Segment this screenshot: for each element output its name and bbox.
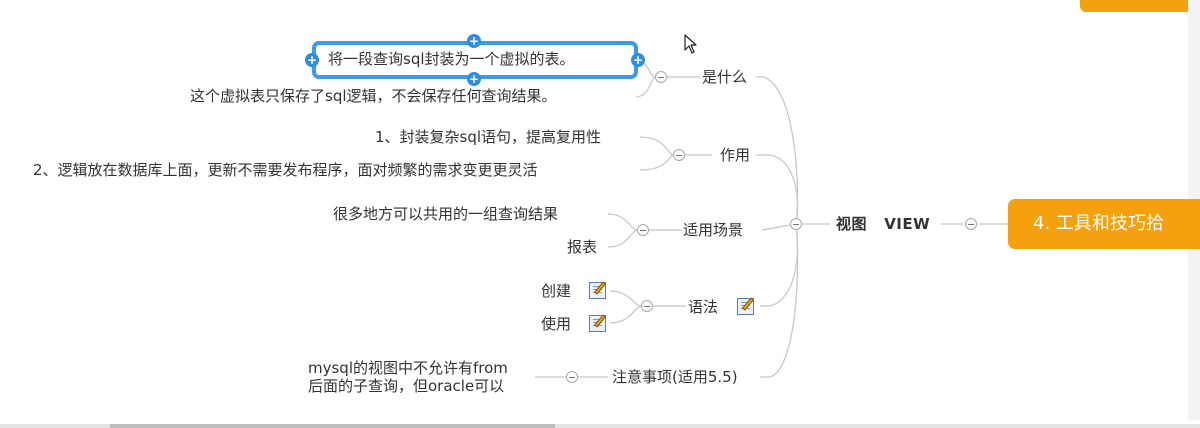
topic-scenarios-2[interactable]: 报表	[567, 238, 598, 256]
collapse-toggle-icon[interactable]	[641, 300, 653, 312]
collapse-toggle-icon[interactable]	[566, 371, 578, 383]
branch-what[interactable]: 是什么	[702, 68, 748, 86]
topic-notes-line1[interactable]: mysql的视图中不允许有from	[308, 359, 508, 377]
topic-scenarios-1[interactable]: 很多地方可以共用的一组查询结果	[333, 205, 559, 223]
branch-notes[interactable]: 注意事项(适用5.5)	[612, 368, 738, 386]
add-handle-icon[interactable]: +	[305, 53, 319, 67]
topic-what-1[interactable]: 将一段查询sql封装为一个虚拟的表。	[328, 50, 575, 68]
collapse-toggle-icon[interactable]	[655, 71, 667, 83]
collapse-toggle-icon[interactable]	[965, 218, 977, 230]
note-icon[interactable]	[589, 315, 606, 332]
root-topic-node[interactable]: 4. 工具和技巧拾	[1008, 199, 1200, 249]
topic-purpose-2[interactable]: 2、逻辑放在数据库上面，更新不需要发布程序，面对频繁的需求变更更灵活	[33, 161, 538, 179]
topic-purpose-1[interactable]: 1、封装复杂sql语句，提高复用性	[375, 128, 602, 146]
horizontal-scrollbar-track[interactable]	[0, 424, 1200, 428]
collapse-toggle-icon[interactable]	[637, 224, 649, 236]
branch-scenarios[interactable]: 适用场景	[683, 221, 744, 239]
partial-topic-node[interactable]	[1080, 0, 1200, 12]
root-topic-label: 4. 工具和技巧拾	[1033, 213, 1164, 234]
horizontal-scrollbar-thumb[interactable]	[110, 424, 555, 428]
central-topic-en: VIEW	[884, 215, 931, 233]
topic-syntax-use[interactable]: 使用	[541, 315, 572, 333]
topic-notes-line2[interactable]: 后面的子查询，但oracle可以	[308, 377, 505, 395]
connector-notes	[760, 223, 799, 378]
connector-purpose	[756, 154, 799, 225]
topic-syntax-create[interactable]: 创建	[541, 282, 572, 300]
mouse-pointer-icon	[684, 34, 697, 54]
central-topic[interactable]: 视图 VIEW	[836, 215, 930, 233]
connector-what	[756, 76, 799, 225]
collapse-toggle-icon[interactable]	[673, 149, 685, 161]
central-topic-cn: 视图	[836, 215, 868, 233]
topic-what-2[interactable]: 这个虚拟表只保存了sql逻辑，不会保存任何查询结果。	[190, 87, 557, 105]
branch-purpose[interactable]: 作用	[720, 146, 751, 164]
connector-syntax	[760, 223, 799, 307]
add-handle-icon[interactable]: +	[631, 53, 645, 67]
branch-syntax[interactable]: 语法	[688, 298, 719, 316]
collapse-toggle-icon[interactable]	[790, 218, 802, 230]
add-handle-icon[interactable]: +	[467, 34, 481, 48]
note-icon[interactable]	[589, 282, 606, 299]
add-handle-icon[interactable]: +	[467, 72, 481, 86]
note-icon[interactable]	[737, 298, 754, 315]
